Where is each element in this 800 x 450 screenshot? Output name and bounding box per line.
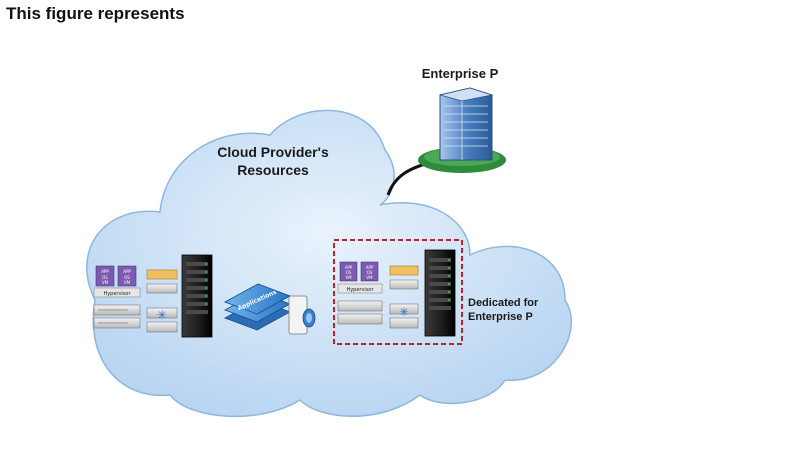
virtual-machine-icon: APP OS VM bbox=[95, 265, 115, 287]
vm-os-text: OS bbox=[346, 270, 352, 275]
server-unit-icon bbox=[146, 321, 178, 333]
storage-unit-icon bbox=[146, 269, 178, 280]
server-rack-icon bbox=[181, 254, 213, 338]
server-unit-icon bbox=[146, 283, 178, 294]
cloud-label-line1: Cloud Provider's bbox=[217, 144, 329, 160]
hypervisor-bar bbox=[93, 287, 141, 298]
vm-os-text: OS bbox=[367, 270, 373, 275]
physical-server-icon bbox=[337, 313, 383, 325]
dedicated-boundary bbox=[333, 239, 463, 345]
vm-vm-text: VM bbox=[345, 275, 352, 280]
question-title: This figure represents bbox=[6, 4, 185, 23]
hypervisor-bar bbox=[337, 283, 383, 294]
virtual-machine-icon: APP OS VM bbox=[360, 261, 379, 282]
network-switch-icon: ✳ bbox=[399, 305, 409, 319]
dedicated-resources-group: APP OS VM APP OS VM Hypervisor ✳ bbox=[337, 249, 456, 337]
enterprise-label: Enterprise P bbox=[422, 66, 499, 81]
vm-app-text: APP bbox=[101, 269, 109, 274]
vm-vm-text: VM bbox=[102, 280, 109, 285]
cloud-label-line2: Resources bbox=[237, 162, 309, 178]
storage-device-icon bbox=[288, 295, 316, 335]
hypervisor-label: Hypervisor bbox=[346, 287, 374, 293]
physical-server-icon bbox=[337, 300, 383, 312]
network-switch-icon: ✳ bbox=[157, 308, 167, 322]
vm-os-text: OS bbox=[124, 275, 130, 280]
vm-vm-text: VM bbox=[366, 275, 373, 280]
virtual-machine-icon: APP OS VM bbox=[339, 261, 358, 282]
server-unit-icon bbox=[389, 303, 419, 315]
dedicated-label-line2: Enterprise P bbox=[468, 311, 533, 323]
virtual-machine-icon: APP OS VM bbox=[117, 265, 137, 287]
applications-stack-icon: Applications bbox=[224, 283, 291, 331]
vm-os-text: OS bbox=[102, 275, 108, 280]
cloud-shape bbox=[86, 109, 572, 418]
dedicated-label-line1: Dedicated for bbox=[468, 297, 539, 309]
vm-vm-text: VM bbox=[124, 280, 131, 285]
server-rack-icon bbox=[424, 249, 456, 337]
server-unit-icon bbox=[389, 279, 419, 290]
hypervisor-label: Hypervisor bbox=[103, 291, 131, 297]
shared-resources-group: APP OS VM APP OS VM Hypervisor ✳ bbox=[93, 254, 213, 338]
storage-unit-icon bbox=[389, 265, 419, 276]
server-unit-icon bbox=[146, 307, 178, 319]
vm-app-text: APP bbox=[123, 269, 131, 274]
enterprise-building-icon bbox=[418, 87, 506, 173]
vm-app-text: APP bbox=[345, 265, 353, 270]
vm-app-text: APP bbox=[366, 265, 374, 270]
server-unit-icon bbox=[389, 317, 419, 329]
